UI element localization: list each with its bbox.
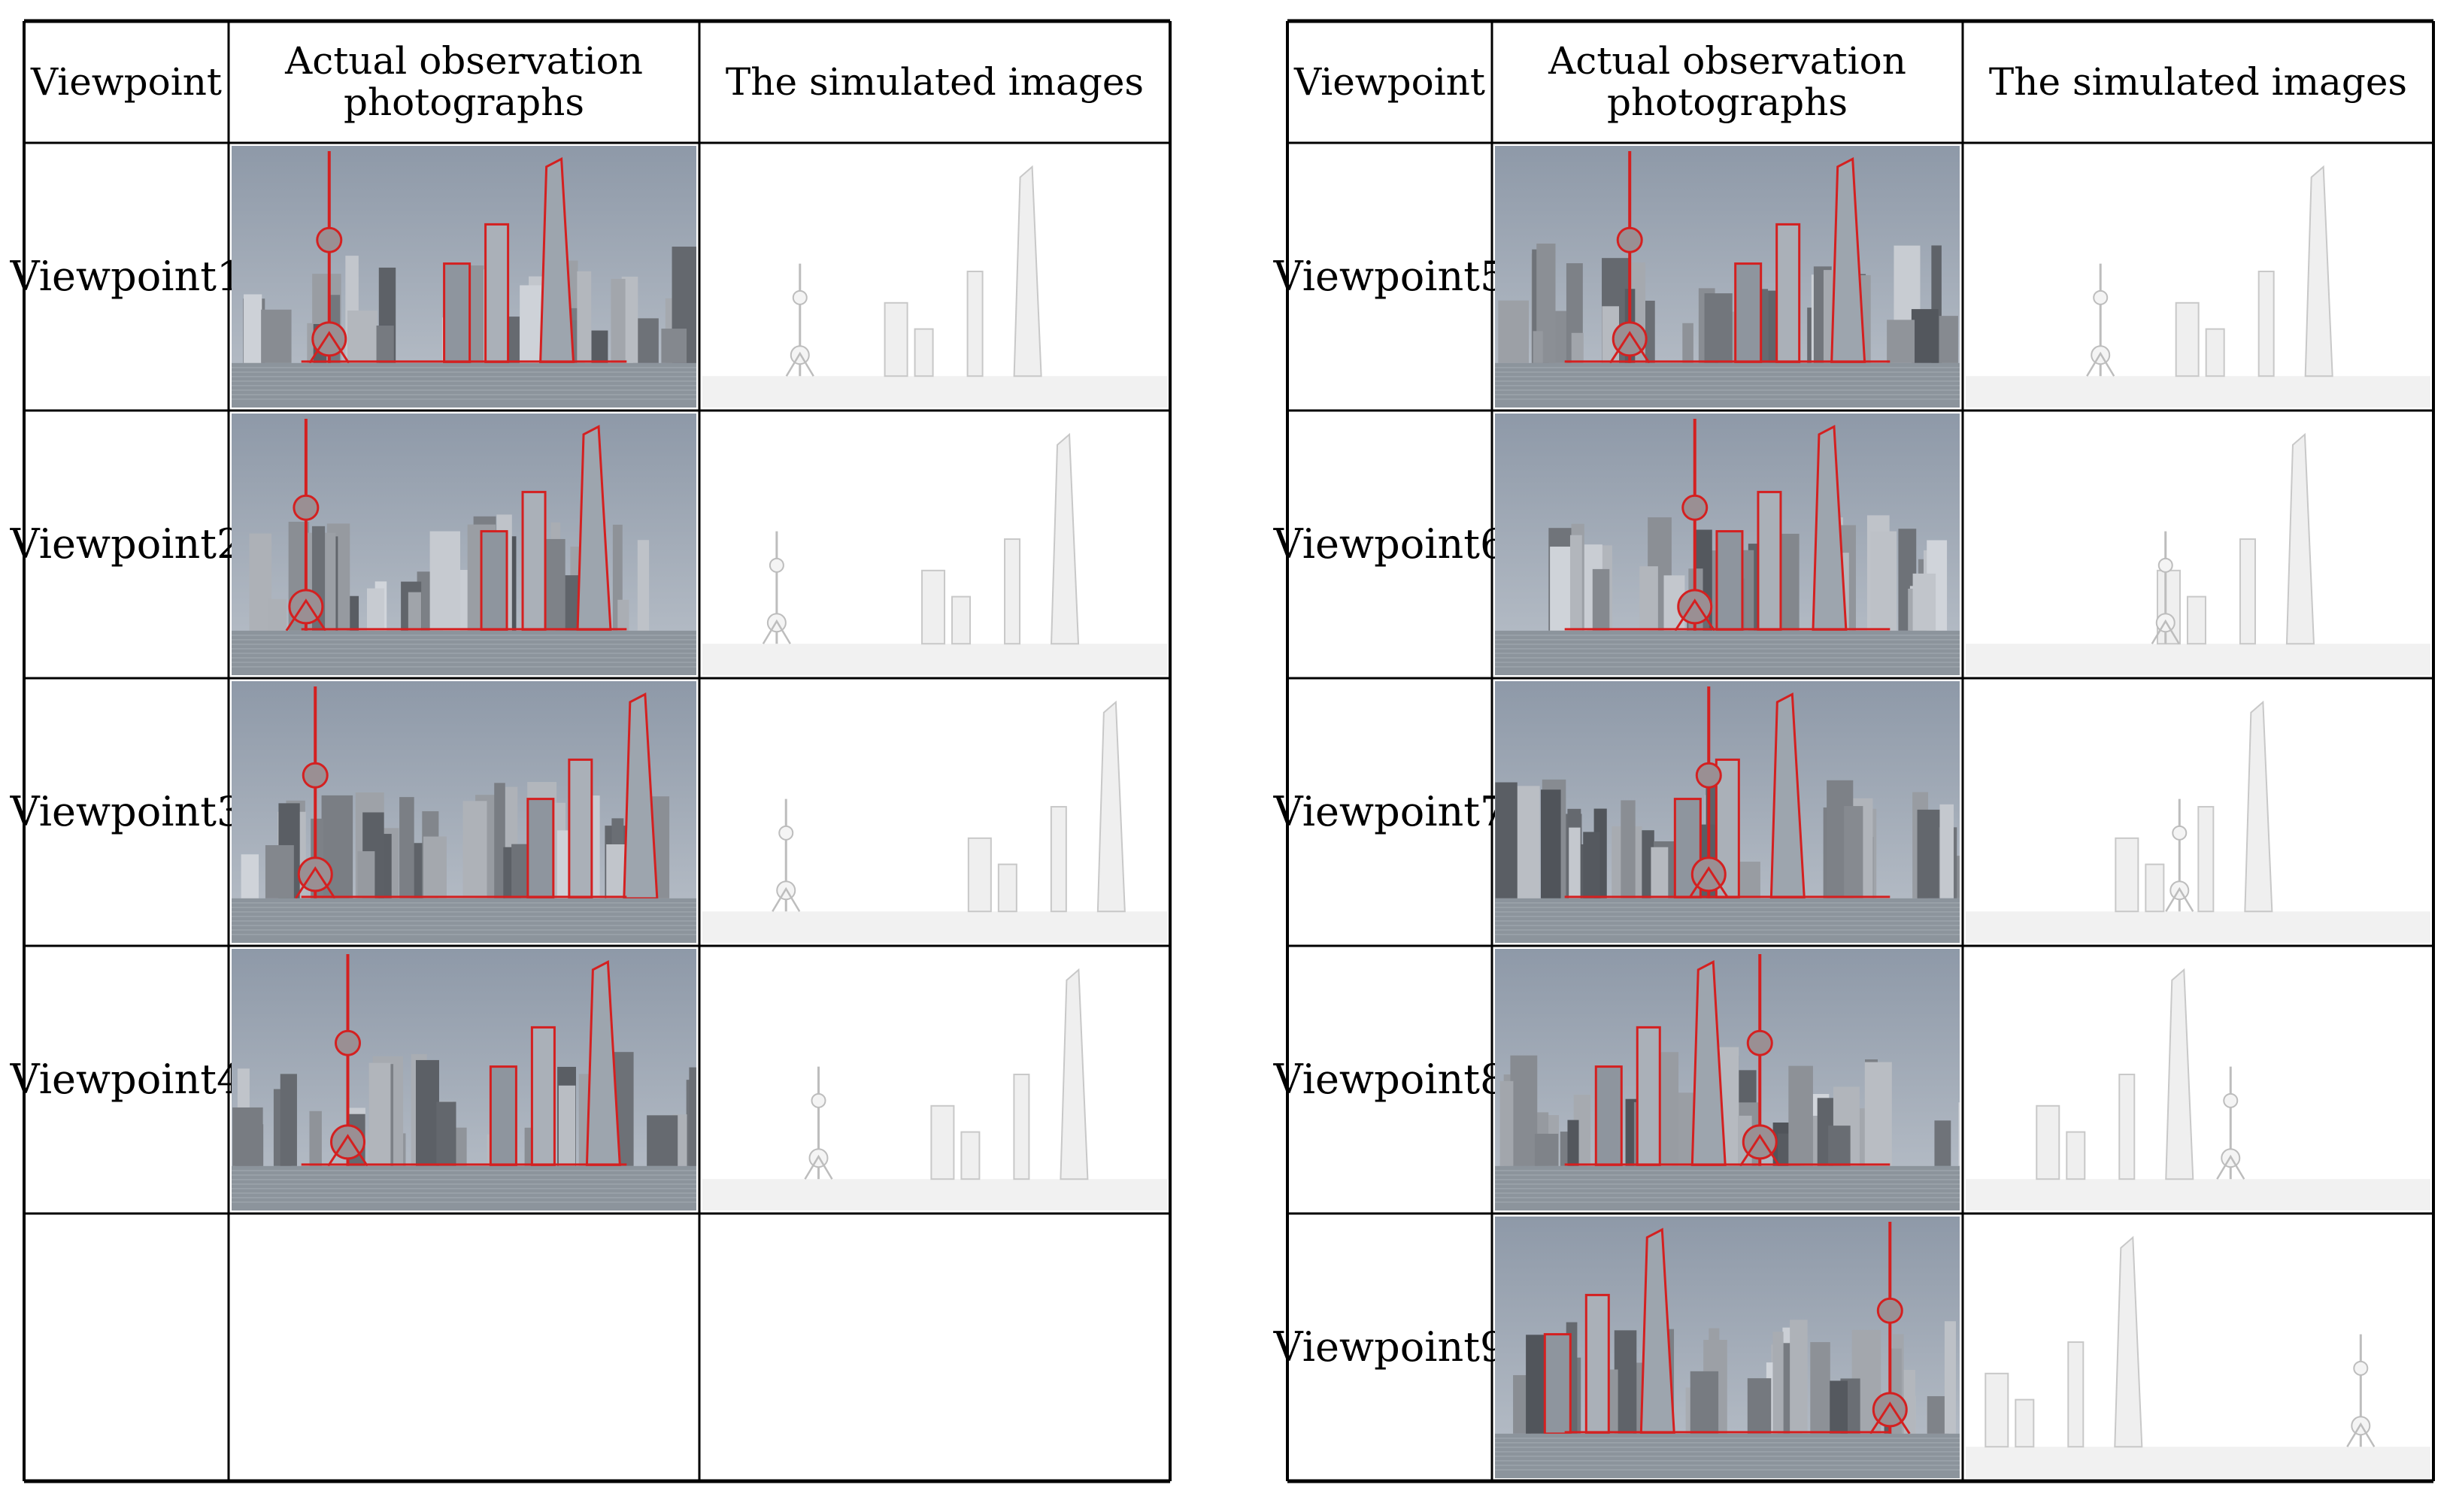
viewpoint-word: Viewpoint: [10, 1055, 217, 1103]
simulated-image-4: [699, 946, 1170, 1214]
observation-photo-1: [229, 143, 699, 411]
observation-photo-8: [1492, 946, 1963, 1214]
observation-photo-9: [1492, 1214, 1963, 1481]
simulated-image-8: [1963, 946, 2433, 1214]
viewpoint-label-empty: [24, 1214, 229, 1481]
header-viewpoint-left: Viewpoint: [30, 59, 222, 104]
simulated-image-6: [1963, 411, 2433, 678]
observation-photo-4: [229, 946, 699, 1214]
viewpoint-word: Viewpoint: [10, 520, 217, 568]
simulated-image-2: [699, 411, 1170, 678]
observation-photo-3: [229, 678, 699, 946]
observation-photo-7: [1492, 678, 1963, 946]
viewpoint-word: Viewpoint: [10, 252, 217, 300]
header-simulated-right: The simulated images: [1988, 59, 2408, 104]
header-viewpoint-right: Viewpoint: [1293, 59, 1485, 104]
viewpoint-word: Viewpoint: [1273, 1323, 1480, 1371]
observation-photo-6: [1492, 411, 1963, 678]
viewpoint-word: Viewpoint: [1273, 520, 1480, 568]
simulated-image-1: [699, 143, 1170, 411]
header-actual-right: Actual observation photographs: [1548, 39, 1906, 124]
header-actual-left: Actual observation photographs: [285, 39, 643, 124]
observation-photo-2: [229, 411, 699, 678]
simulated-image-9: [1963, 1214, 2433, 1481]
simulated-image-3: [699, 678, 1170, 946]
viewpoint-word: Viewpoint: [1273, 787, 1480, 835]
simulated-image-empty: [699, 1214, 1170, 1481]
simulated-image-5: [1963, 143, 2433, 411]
observation-photo-empty: [229, 1214, 699, 1481]
viewpoint-word: Viewpoint: [1273, 1055, 1480, 1103]
viewpoint-word: Viewpoint: [10, 787, 217, 835]
simulated-image-7: [1963, 678, 2433, 946]
observation-photo-5: [1492, 143, 1963, 411]
header-simulated-left: The simulated images: [725, 59, 1145, 104]
viewpoint-word: Viewpoint: [1273, 252, 1480, 300]
